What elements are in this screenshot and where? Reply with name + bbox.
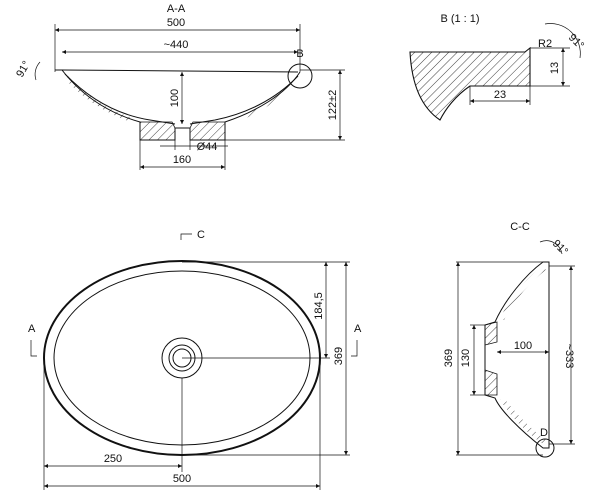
angle-arc — [34, 61, 41, 81]
detail-d-marker: D — [540, 427, 548, 439]
detail-b-section — [409, 46, 531, 121]
angle-label: 91° — [14, 59, 33, 79]
detail-b-title: B (1 : 1) — [440, 13, 479, 25]
dim-width-label: 500 — [173, 473, 191, 485]
detail-b-circle — [287, 63, 313, 89]
section-cc-title: C-C — [510, 221, 530, 233]
dim-base-label: 160 — [173, 154, 191, 166]
dim-inner-label: ~440 — [164, 39, 189, 51]
section-cc-inner-label: ~333 — [563, 344, 575, 369]
section-a-left-arrow — [30, 340, 37, 357]
detail-b-angle-arc — [544, 23, 581, 59]
detail-d-circle — [535, 438, 555, 458]
dim-length-label: 369 — [333, 347, 345, 365]
dim-half-width-label: 250 — [104, 453, 122, 465]
hatch-wall-left — [66, 76, 130, 121]
section-aa-view: A-A 500 ~440 91° B 100 122±2 — [14, 3, 345, 170]
hatch-wall-right — [240, 78, 299, 120]
section-a-right-arrow — [351, 340, 358, 357]
dim-drain-label: Ø44 — [197, 141, 218, 153]
section-cc-length-label: 369 — [443, 349, 455, 367]
dim-depth-label: 100 — [169, 89, 181, 107]
detail-b-thickness: 13 — [549, 62, 561, 74]
dim-width-label: 500 — [167, 17, 185, 29]
detail-b-marker: B — [296, 48, 303, 60]
section-aa-title: A-A — [167, 3, 186, 15]
detail-b-view: B (1 : 1) R2 91° 13 23 — [409, 13, 586, 121]
section-marker-a-right: A — [354, 323, 362, 335]
section-marker-c: C — [197, 229, 205, 241]
section-cc-view: C-C 91° D 369 130 100 ~333 — [443, 221, 575, 458]
dim-half-length-label: 184,5 — [313, 292, 325, 320]
section-cc-hatch-top — [484, 321, 498, 346]
section-marker-a-left: A — [28, 323, 36, 335]
section-cc-profile — [484, 261, 550, 449]
section-cc-hatch-wall-bottom — [500, 398, 546, 444]
section-cc-hatch-bottom — [484, 369, 498, 396]
section-cc-depth-label: 100 — [514, 340, 532, 352]
plan-view: C A A 184,5 369 250 500 — [28, 229, 362, 490]
detail-b-angle: 91° — [566, 32, 586, 52]
basin-profile-inner-right — [189, 75, 299, 125]
hatch-left — [139, 121, 176, 141]
hatch-right — [189, 121, 226, 141]
section-cc-drain-label: 130 — [460, 349, 472, 367]
section-cc-hatch-wall-top — [500, 266, 546, 320]
basin-rim-line — [61, 69, 299, 73]
section-cc-angle-arc — [539, 240, 563, 255]
detail-b-width: 23 — [494, 89, 506, 101]
detail-b-radius: R2 — [538, 38, 552, 50]
section-c-arrow — [180, 233, 192, 240]
dim-height-label: 122±2 — [327, 90, 339, 121]
